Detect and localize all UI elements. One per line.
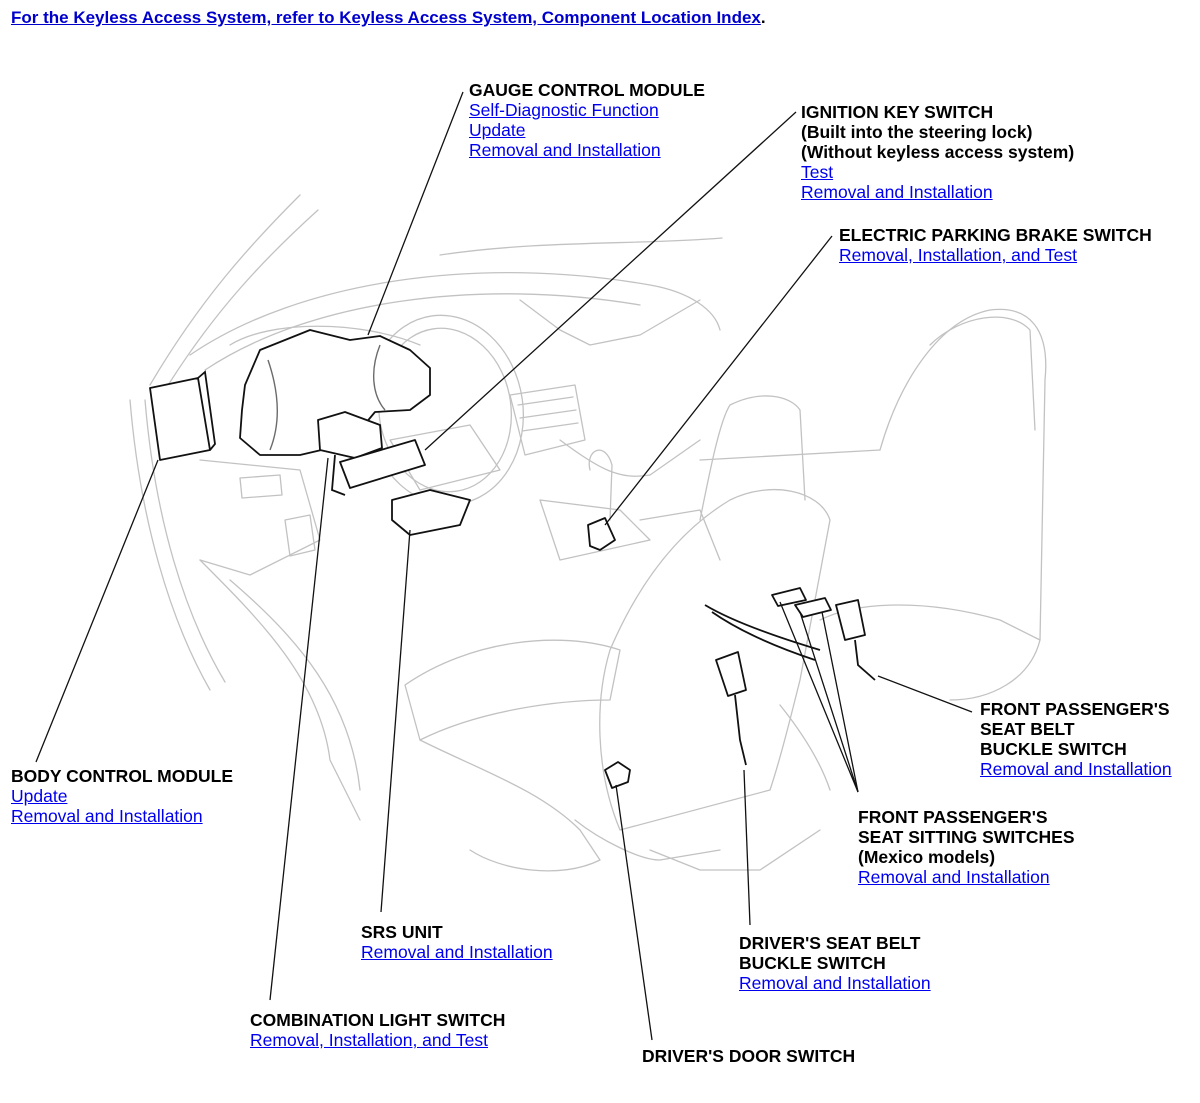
callout-title: DRIVER'S SEAT BELT BUCKLE SWITCH [739, 933, 931, 973]
link-removal-installation-and-test[interactable]: Removal, Installation, and Test [839, 245, 1078, 265]
callout-title: ELECTRIC PARKING BRAKE SWITCH [839, 225, 1152, 245]
combination-light-switch-part [317, 411, 383, 459]
passenger-sitting-switch-part [771, 587, 807, 607]
leader-passenger-seat-belt-buckle-switch [877, 675, 973, 713]
title-line: IGNITION KEY SWITCH [801, 102, 994, 122]
vehicle-interior-outline [129, 194, 1047, 872]
leader-passenger-seat-sitting-switch-1 [779, 601, 859, 793]
title-line: BUCKLE SWITCH [980, 739, 1127, 759]
callout-title: GAUGE CONTROL MODULE [469, 80, 705, 100]
callout-title: FRONT PASSENGER'S SEAT BELT BUCKLE SWITC… [980, 699, 1172, 759]
body-control-module-part [149, 377, 211, 461]
title-line: SEAT SITTING SWITCHES [858, 827, 1075, 847]
leader-driver-door-switch [615, 784, 653, 1041]
callout-driver-door-switch: DRIVER'S DOOR SWITCH [642, 1046, 855, 1066]
title-line: (Built into the steering lock) [801, 122, 1033, 142]
link-removal-and-installation[interactable]: Removal and Installation [469, 140, 661, 160]
keyless-access-system-link[interactable]: For the Keyless Access System, refer to … [11, 8, 761, 27]
electric-parking-brake-switch-part [587, 517, 616, 551]
callout-combination-light-switch: COMBINATION LIGHT SWITCH Removal, Instal… [250, 1010, 505, 1050]
title-line: BUCKLE SWITCH [739, 953, 886, 973]
leader-lines [35, 91, 973, 1041]
top-note-suffix: . [760, 8, 766, 27]
title-line: FRONT PASSENGER'S [858, 807, 1048, 827]
callout-ignition-key-switch: IGNITION KEY SWITCH (Built into the stee… [801, 102, 1074, 202]
callout-srs-unit: SRS UNIT Removal and Installation [361, 922, 553, 962]
callout-front-passenger-seat-belt-buckle-switch: FRONT PASSENGER'S SEAT BELT BUCKLE SWITC… [980, 699, 1172, 779]
link-removal-and-installation[interactable]: Removal and Installation [739, 973, 931, 993]
highlighted-components [149, 329, 876, 789]
leader-gauge-control-module [367, 91, 464, 336]
callout-driver-seat-belt-buckle-switch: DRIVER'S SEAT BELT BUCKLE SWITCH Removal… [739, 933, 931, 993]
link-removal-installation-and-test[interactable]: Removal, Installation, and Test [250, 1030, 489, 1050]
gauge-control-module-part [239, 329, 431, 456]
driver-seat-belt-buckle-part [715, 651, 747, 697]
callout-title: DRIVER'S DOOR SWITCH [642, 1046, 856, 1066]
callout-title: FRONT PASSENGER'S SEAT SITTING SWITCHES … [858, 807, 1075, 867]
title-line: DRIVER'S SEAT BELT [739, 933, 921, 953]
link-removal-and-installation[interactable]: Removal and Installation [980, 759, 1172, 779]
srs-unit-part [391, 489, 471, 536]
leader-body-control-module [35, 459, 159, 763]
link-update[interactable]: Update [469, 120, 526, 140]
link-removal-and-installation[interactable]: Removal and Installation [11, 806, 203, 826]
link-test[interactable]: Test [801, 162, 834, 182]
callout-electric-parking-brake-switch: ELECTRIC PARKING BRAKE SWITCH Removal, I… [839, 225, 1152, 265]
leader-driver-seat-belt-buckle-switch [743, 769, 751, 926]
title-line: (Without keyless access system) [801, 142, 1075, 162]
leader-srs-unit [380, 529, 411, 913]
passenger-seat-belt-buckle-part [835, 599, 866, 641]
leader-electric-parking-brake-switch [604, 235, 833, 526]
leader-passenger-seat-sitting-switch-3 [821, 611, 859, 793]
title-line: SEAT BELT [980, 719, 1075, 739]
title-line: FRONT PASSENGER'S [980, 699, 1170, 719]
leader-combination-light-switch [269, 457, 329, 1001]
link-removal-and-installation[interactable]: Removal and Installation [801, 182, 993, 202]
ignition-key-switch-part [339, 439, 426, 489]
callout-title: SRS UNIT [361, 922, 443, 942]
callout-front-passenger-seat-sitting-switches: FRONT PASSENGER'S SEAT SITTING SWITCHES … [858, 807, 1075, 887]
top-note: For the Keyless Access System, refer to … [11, 8, 766, 28]
callout-title: COMBINATION LIGHT SWITCH [250, 1010, 506, 1030]
link-update[interactable]: Update [11, 786, 68, 806]
link-removal-and-installation[interactable]: Removal and Installation [858, 867, 1050, 887]
link-self-diagnostic-function[interactable]: Self-Diagnostic Function [469, 100, 659, 120]
callout-body-control-module: BODY CONTROL MODULE Update Removal and I… [11, 766, 233, 826]
title-line: (Mexico models) [858, 847, 996, 867]
leader-ignition-key-switch [424, 111, 797, 451]
leader-passenger-seat-sitting-switch-2 [799, 611, 859, 793]
link-removal-and-installation[interactable]: Removal and Installation [361, 942, 553, 962]
callout-gauge-control-module: GAUGE CONTROL MODULE Self-Diagnostic Fun… [469, 80, 705, 160]
callout-title: BODY CONTROL MODULE [11, 766, 233, 786]
callout-title: IGNITION KEY SWITCH (Built into the stee… [801, 102, 1074, 162]
driver-door-switch-part [604, 761, 631, 789]
